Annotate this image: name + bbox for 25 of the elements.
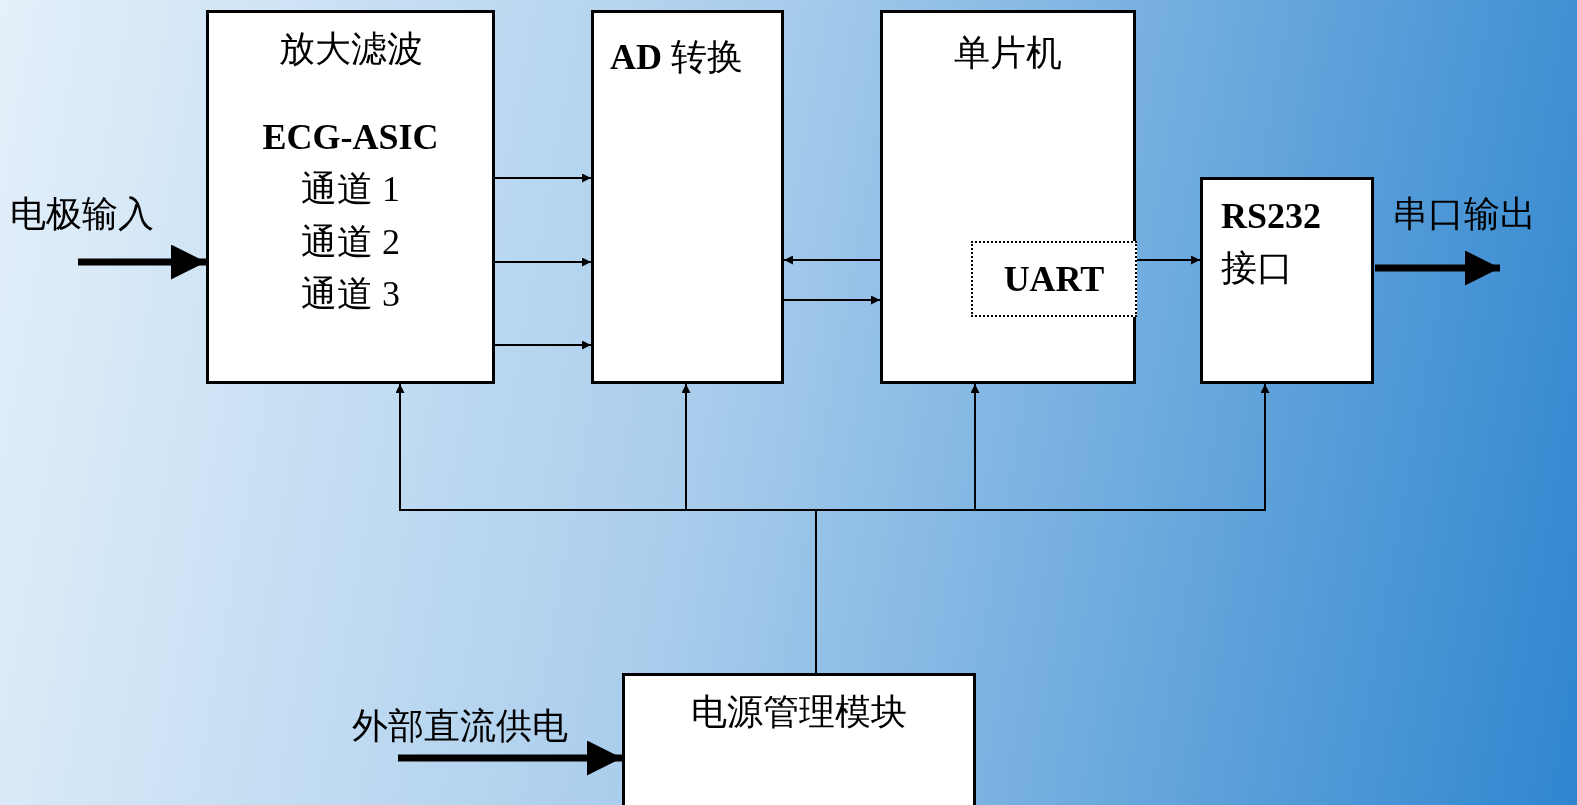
- arrow: [1136, 255, 1201, 265]
- signal-label: 外部直流供电: [352, 705, 568, 748]
- signal-label: 串口输出: [1392, 193, 1536, 236]
- arrow: [494, 173, 592, 183]
- block-label: 通道 1: [301, 168, 400, 212]
- block-box: [591, 10, 784, 384]
- block-box: [1200, 177, 1374, 384]
- arrow: [494, 340, 592, 350]
- signal-label: 电极输入: [10, 193, 154, 236]
- arrow: [783, 295, 881, 305]
- block-label: ECG-ASIC: [262, 116, 439, 160]
- block-box: [206, 10, 495, 384]
- arrow: [494, 257, 592, 267]
- block-box: [880, 10, 1136, 384]
- block-label: 单片机: [954, 32, 1062, 75]
- block-label: 通道 2: [301, 220, 400, 264]
- block-label: RS232 接口: [1221, 195, 1323, 291]
- block-label: 通道 3: [301, 272, 400, 316]
- block-box: [622, 673, 976, 805]
- uart-box: [971, 241, 1137, 317]
- block-label: 电源管理模块: [691, 691, 907, 734]
- arrow: [783, 255, 881, 265]
- block-label: 放大滤波: [278, 28, 423, 71]
- block-label: AD 转换: [610, 36, 743, 79]
- block-label: UART: [1003, 257, 1105, 301]
